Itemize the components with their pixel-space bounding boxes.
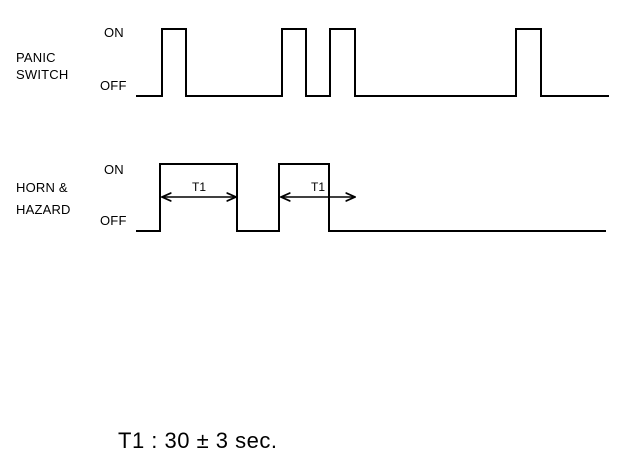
horn-off-label: OFF (100, 213, 127, 228)
panic-switch-label-line2: SWITCH (16, 67, 69, 82)
t1-interval-label-1: T1 (192, 180, 206, 194)
t1-duration-note: T1 : 30 ± 3 sec. (118, 428, 278, 453)
t1-interval-label-2: T1 (311, 180, 325, 194)
horn-hazard-label-line2: HAZARD (16, 202, 71, 217)
horn-on-label: ON (104, 162, 124, 177)
panic-switch-label-line1: PANIC (16, 50, 56, 65)
horn-hazard-label-line1: HORN & (16, 180, 68, 195)
panic-on-label: ON (104, 25, 124, 40)
panic-off-label: OFF (100, 78, 127, 93)
panic-switch-waveform (136, 28, 609, 97)
